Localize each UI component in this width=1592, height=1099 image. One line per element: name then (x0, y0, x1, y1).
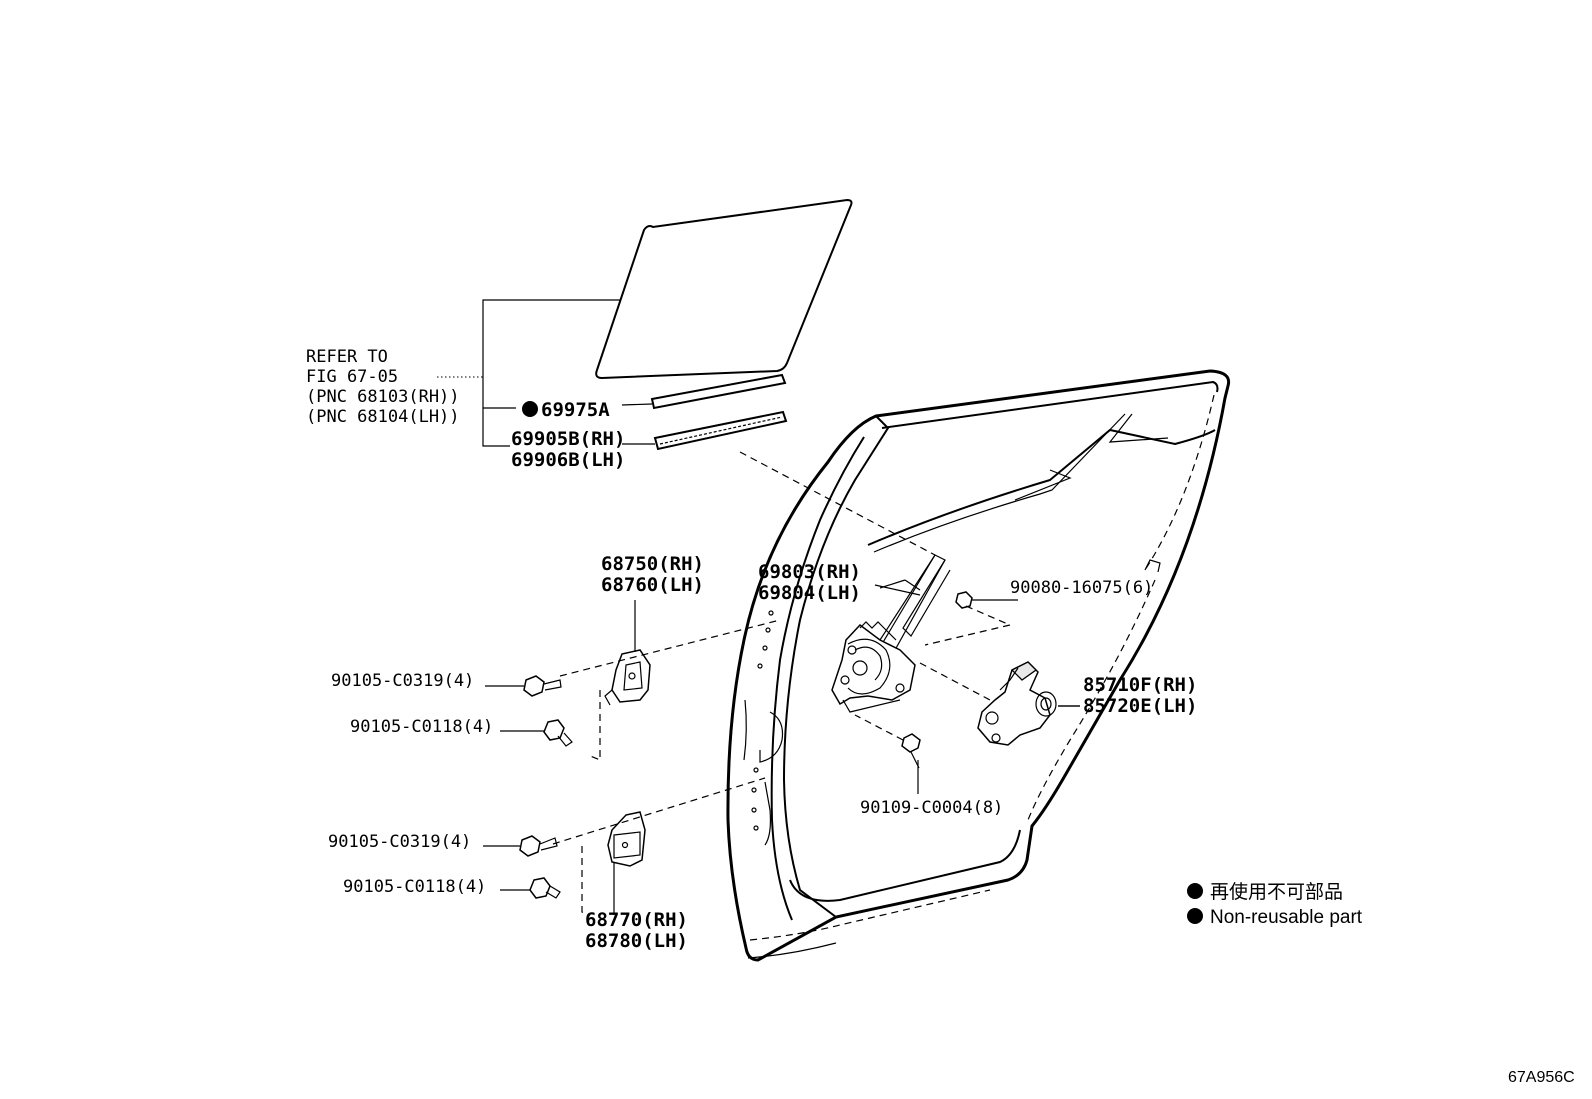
bolt-90105-c0319-lower (483, 835, 558, 857)
door-glass (595, 198, 853, 380)
bolt-90109 (854, 662, 991, 794)
bolt-90105-c0118-lower (500, 877, 561, 899)
belt-moulding (622, 410, 936, 556)
label-90080: 90080-16075(6) (1010, 578, 1153, 598)
window-regulator (831, 554, 951, 713)
label-68770: 68770(RH) (585, 909, 688, 931)
label-69803: 69803(RH) (758, 561, 861, 583)
label-68780: 68780(LH) (585, 930, 688, 952)
figure-id: 67A956C (1508, 1069, 1575, 1086)
rear-door-shell (726, 369, 1231, 962)
non-reusable-marker-69975a (522, 401, 538, 417)
refer-note-line1: REFER TO (306, 347, 388, 367)
label-90105-c0118-upper: 90105-C0118(4) (350, 717, 493, 737)
legend-marker-en (1187, 908, 1203, 924)
bolt-90105-c0118-upper (500, 719, 573, 747)
bolt-90105-c0319-upper (485, 675, 562, 697)
glass-run-weatherstrip (621, 373, 787, 410)
refer-bracket (437, 299, 620, 447)
leader-69803 (874, 584, 921, 596)
label-69804: 69804(LH) (758, 582, 861, 604)
label-90105-c0319-upper: 90105-C0319(4) (331, 671, 474, 691)
label-69906b: 69906B(LH) (511, 449, 625, 471)
label-68750: 68750(RH) (601, 553, 704, 575)
label-85720e: 85720E(LH) (1083, 695, 1197, 717)
label-69905b: 69905B(RH) (511, 428, 625, 450)
label-90105-c0319-lower: 90105-C0319(4) (328, 832, 471, 852)
bolt-90080 (924, 591, 1018, 646)
refer-note-line3: (PNC 68103(RH)) (306, 387, 460, 407)
lower-hinge (552, 777, 766, 917)
label-90105-c0118-lower: 90105-C0118(4) (343, 877, 486, 897)
upper-hinge (559, 600, 781, 761)
label-90109: 90109-C0004(8) (860, 798, 1003, 818)
legend-marker-jp (1187, 883, 1203, 899)
refer-note-line4: (PNC 68104(LH)) (306, 407, 460, 427)
label-68760: 68760(LH) (601, 574, 704, 596)
legend-text-en: Non-reusable part (1210, 907, 1363, 928)
label-69975a: 69975A (541, 399, 610, 421)
label-85710f: 85710F(RH) (1083, 674, 1197, 696)
legend-text-jp: 再使用不可部品 (1210, 881, 1343, 903)
regulator-motor (977, 661, 1080, 746)
refer-note-line2: FIG 67-05 (306, 367, 398, 387)
